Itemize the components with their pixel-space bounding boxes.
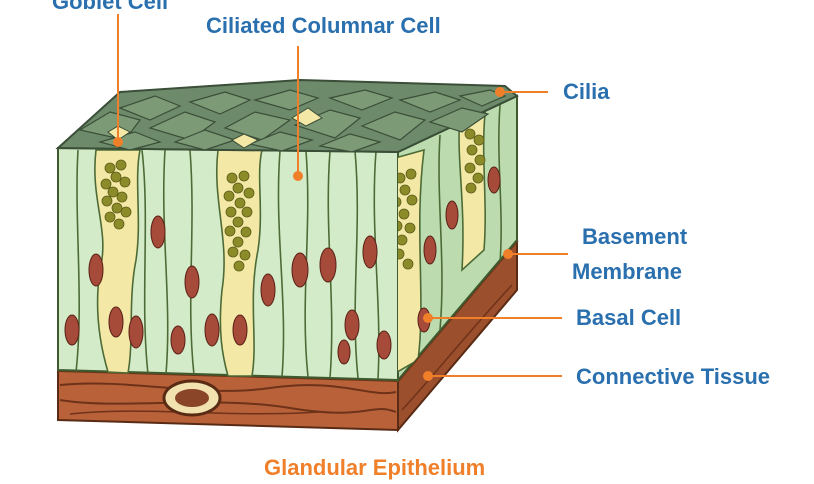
goblet-cell (94, 149, 141, 374)
cell-nucleus (128, 315, 144, 349)
cell-nucleus (291, 252, 309, 288)
label-basement-membrane-line2: Membrane (572, 259, 683, 284)
cell-nucleus (337, 339, 351, 365)
cell-nucleus (184, 265, 200, 299)
epithelium-side-face (397, 94, 518, 383)
cell-nucleus (170, 325, 186, 355)
goblet-cell (215, 149, 264, 377)
label-connective-tissue: Connective Tissue (576, 364, 770, 389)
cell-nucleus (204, 313, 220, 347)
cell-nucleus (362, 235, 378, 269)
label-basement-membrane-line1: Basement (582, 224, 688, 249)
cell-nucleus (88, 253, 104, 287)
label-goblet-cell: Goblet Cell (52, 0, 169, 14)
label-basal-cell: Basal Cell (576, 305, 682, 330)
cell-nucleus (150, 215, 166, 249)
cilia-surface (55, 78, 519, 154)
cell-nucleus (376, 330, 392, 360)
connective-tissue-block (57, 237, 518, 433)
leader-lines (113, 14, 568, 381)
cell-nucleus (260, 273, 276, 307)
label-cilia: Cilia (563, 79, 610, 104)
diagram-caption: Glandular Epithelium (264, 455, 486, 480)
label-ciliated-columnar-cell: Ciliated Columnar Cell (206, 13, 441, 38)
connective-tissue-cell (162, 379, 222, 417)
cell-nucleus (319, 247, 337, 283)
cell-nucleus (344, 309, 360, 341)
cell-nucleus (64, 314, 80, 346)
epithelium-front-face (57, 146, 399, 382)
